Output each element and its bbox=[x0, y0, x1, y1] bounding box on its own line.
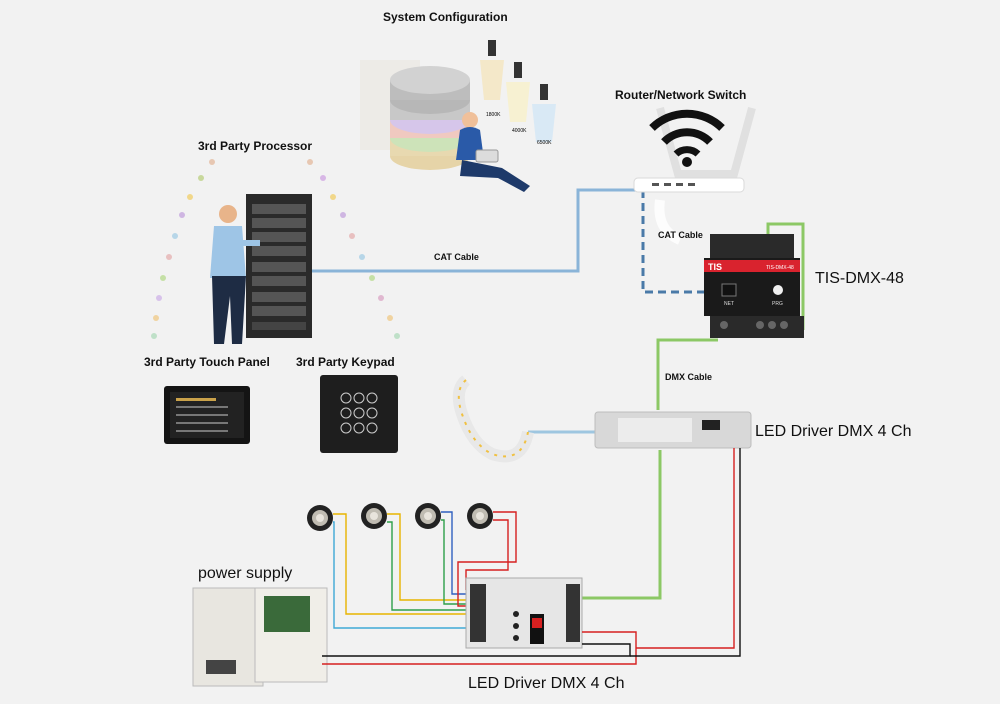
tis-dmx-48-device bbox=[704, 234, 804, 338]
dmx-cable-bottom bbox=[582, 450, 662, 600]
downlight-4 bbox=[467, 503, 493, 529]
label-dmx-cable: DMX Cable bbox=[665, 372, 713, 382]
label-processor: 3rd Party Processor bbox=[198, 139, 313, 153]
tis-model: TIS-DMX-48 bbox=[766, 265, 794, 271]
keypad bbox=[320, 375, 398, 453]
light-wiring bbox=[333, 511, 517, 629]
power-supply bbox=[192, 587, 328, 687]
system-config-illustration bbox=[360, 40, 556, 192]
label-keypad: 3rd Party Keypad bbox=[296, 355, 395, 369]
label-power-supply: power supply bbox=[198, 565, 293, 582]
label-cat-cable-router: CAT Cable bbox=[658, 230, 703, 240]
dmx-cable-top bbox=[766, 222, 805, 330]
led-strip bbox=[452, 375, 534, 463]
cat-cable-router bbox=[641, 190, 722, 294]
label-cat-cable-main: CAT Cable bbox=[434, 252, 479, 262]
label-touch-panel: 3rd Party Touch Panel bbox=[144, 355, 270, 369]
technician-figure bbox=[210, 205, 260, 344]
wireless-arc-right bbox=[307, 159, 400, 339]
tis-brand: TIS bbox=[708, 262, 722, 272]
label-system-configuration: System Configuration bbox=[383, 10, 508, 24]
label-router: Router/Network Switch bbox=[615, 88, 747, 102]
power-wiring bbox=[322, 448, 741, 665]
downlight-2 bbox=[361, 503, 387, 529]
label-tis-dmx: TIS-DMX-48 bbox=[815, 270, 904, 287]
led-driver-bottom bbox=[465, 577, 583, 649]
downlight-1 bbox=[307, 505, 333, 531]
cat-cable-main bbox=[312, 188, 655, 273]
temp-1800: 1800K bbox=[486, 112, 501, 118]
wireless-arc-left bbox=[151, 159, 215, 339]
tis-net-port: NET bbox=[724, 301, 734, 307]
temp-6500: 6500K bbox=[537, 140, 552, 146]
downlight-3 bbox=[415, 503, 441, 529]
touch-panel bbox=[164, 386, 250, 444]
tis-prg-button: PRG bbox=[772, 301, 783, 307]
label-led-driver-top: LED Driver DMX 4 Ch bbox=[755, 423, 912, 440]
led-driver-top bbox=[594, 411, 752, 449]
label-led-driver-bottom: LED Driver DMX 4 Ch bbox=[468, 675, 625, 692]
processor-rack bbox=[246, 194, 312, 338]
temp-4000: 4000K bbox=[512, 128, 527, 134]
router bbox=[633, 106, 756, 245]
dmx-cable bbox=[656, 338, 718, 410]
